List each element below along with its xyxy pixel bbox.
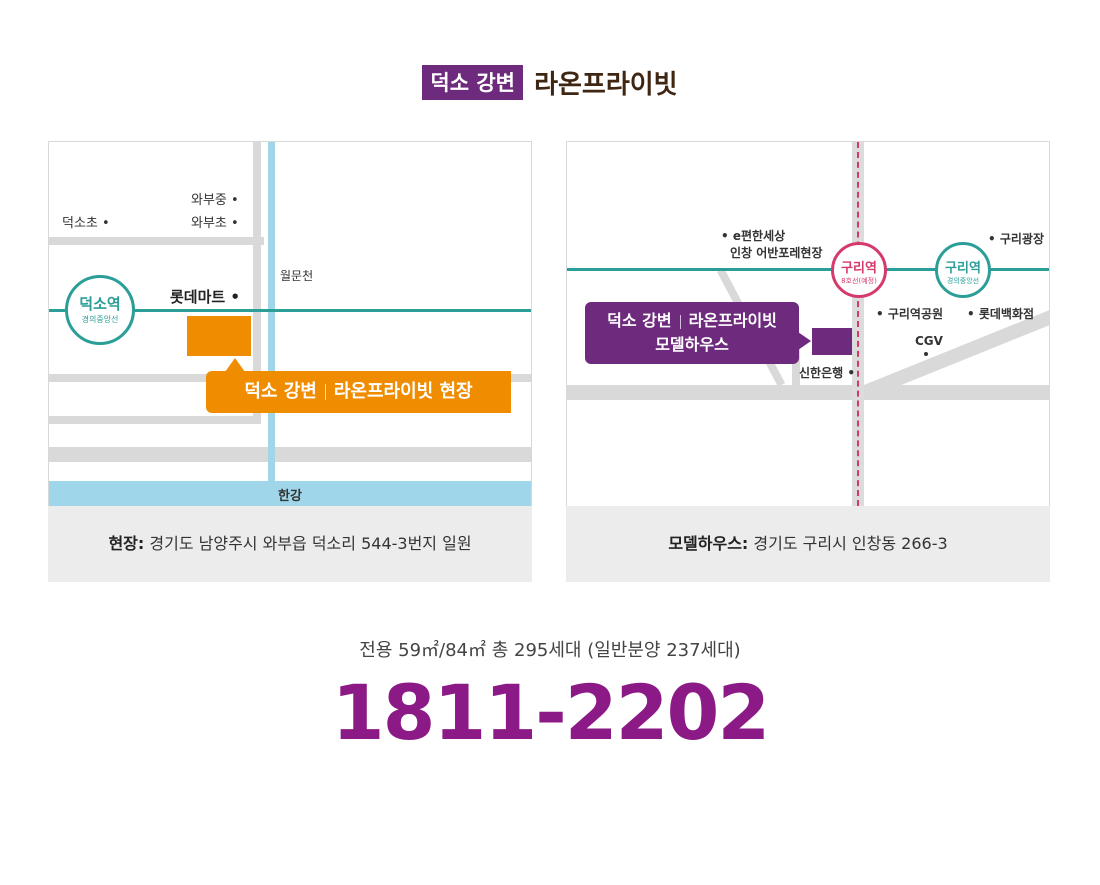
callout-line1: 덕소 강변 라온프라이빗 <box>585 309 799 333</box>
waboo-elementary: 와부초 • <box>191 216 239 231</box>
station-line: 8호선(예정) <box>841 277 877 285</box>
caption-left: 현장: 경기도 남양주시 와부읍 덕소리 544-3번지 일원 <box>48 506 532 582</box>
station-name: 덕소역 <box>79 295 121 313</box>
epyeonhan-label-2: 인창 어반포레현장 <box>730 246 823 260</box>
guri-plaza: • 구리광장 <box>988 232 1045 246</box>
road <box>49 447 531 462</box>
gyeongui-line <box>49 309 531 312</box>
road <box>253 142 261 424</box>
cgv-dot <box>924 352 928 356</box>
callout-part1: 덕소 강변 <box>244 381 317 402</box>
road <box>49 237 264 245</box>
road <box>49 416 261 424</box>
lotte-dept: • 롯데백화점 <box>967 307 1035 321</box>
caption-right: 모델하우스: 경기도 구리시 인창동 266-3 <box>566 506 1050 582</box>
deokso-station: 덕소역 경의중앙선 <box>65 275 135 345</box>
model-house-marker <box>812 328 852 355</box>
separator <box>324 384 326 400</box>
road <box>567 385 1049 400</box>
guri-park: • 구리역공원 <box>876 307 944 321</box>
caption-label: 모델하우스: <box>668 534 749 553</box>
map-left: 한강 와부중 • 와부초 • 덕소초 • 월문천 롯데마트 • 덕소역 경의중앙… <box>48 141 532 507</box>
wolmuncheon-label: 월문천 <box>280 269 314 283</box>
deokso-elementary: 덕소초 • <box>62 216 110 231</box>
epyeonhan-label: • e편한세상 <box>721 229 786 243</box>
site-marker <box>187 316 251 356</box>
shinhan-bank: 신한은행 • <box>799 366 856 380</box>
caption-text: 경기도 남양주시 와부읍 덕소리 544-3번지 일원 <box>144 534 472 553</box>
separator <box>679 314 681 329</box>
waboo-middle-school: 와부중 • <box>191 193 239 208</box>
callout-pointer <box>225 358 245 372</box>
guri-station-line8: 구리역 8호선(예정) <box>831 242 887 298</box>
site-callout: 덕소 강변 라온프라이빗 현장 <box>206 371 511 413</box>
caption-text: 경기도 구리시 인창동 266-3 <box>748 534 948 553</box>
callout-line2: 모델하우스 <box>655 335 729 354</box>
page-title: 덕소 강변 라온프라이빗 <box>0 64 1100 104</box>
callout-part2: 라온프라이빗 <box>688 311 777 330</box>
gyeongui-line <box>567 268 1049 271</box>
phone-number[interactable]: 1811-2202 <box>331 668 771 757</box>
station-name: 구리역 <box>841 261 877 276</box>
map-right: • e편한세상 인창 어반포레현장 • 구리광장 • 구리역공원 • 롯데백화점… <box>566 141 1050 507</box>
callout-part2: 라온프라이빗 현장 <box>333 381 473 402</box>
han-river-label: 한강 <box>278 489 302 504</box>
guri-station-gyeongui: 구리역 경의중앙선 <box>935 242 991 298</box>
wolmuncheon-stream <box>268 142 275 482</box>
model-house-callout: 덕소 강변 라온프라이빗 모델하우스 <box>585 302 799 364</box>
station-name: 구리역 <box>945 261 981 276</box>
han-river <box>49 481 531 506</box>
title-main: 라온프라이빗 <box>534 70 678 100</box>
callout-pointer <box>798 332 811 350</box>
caption-label: 현장: <box>108 534 145 553</box>
station-line: 경의중앙선 <box>81 315 119 324</box>
lotte-mart: 롯데마트 • <box>170 288 241 306</box>
unit-info: 전용 59㎡/84㎡ 총 295세대 (일반분양 237세대) <box>359 640 741 661</box>
callout-part1: 덕소 강변 <box>607 311 672 330</box>
title-badge: 덕소 강변 <box>422 65 523 100</box>
station-line: 경의중앙선 <box>946 277 980 285</box>
cgv: CGV <box>915 334 943 348</box>
line8-planned <box>857 142 859 506</box>
